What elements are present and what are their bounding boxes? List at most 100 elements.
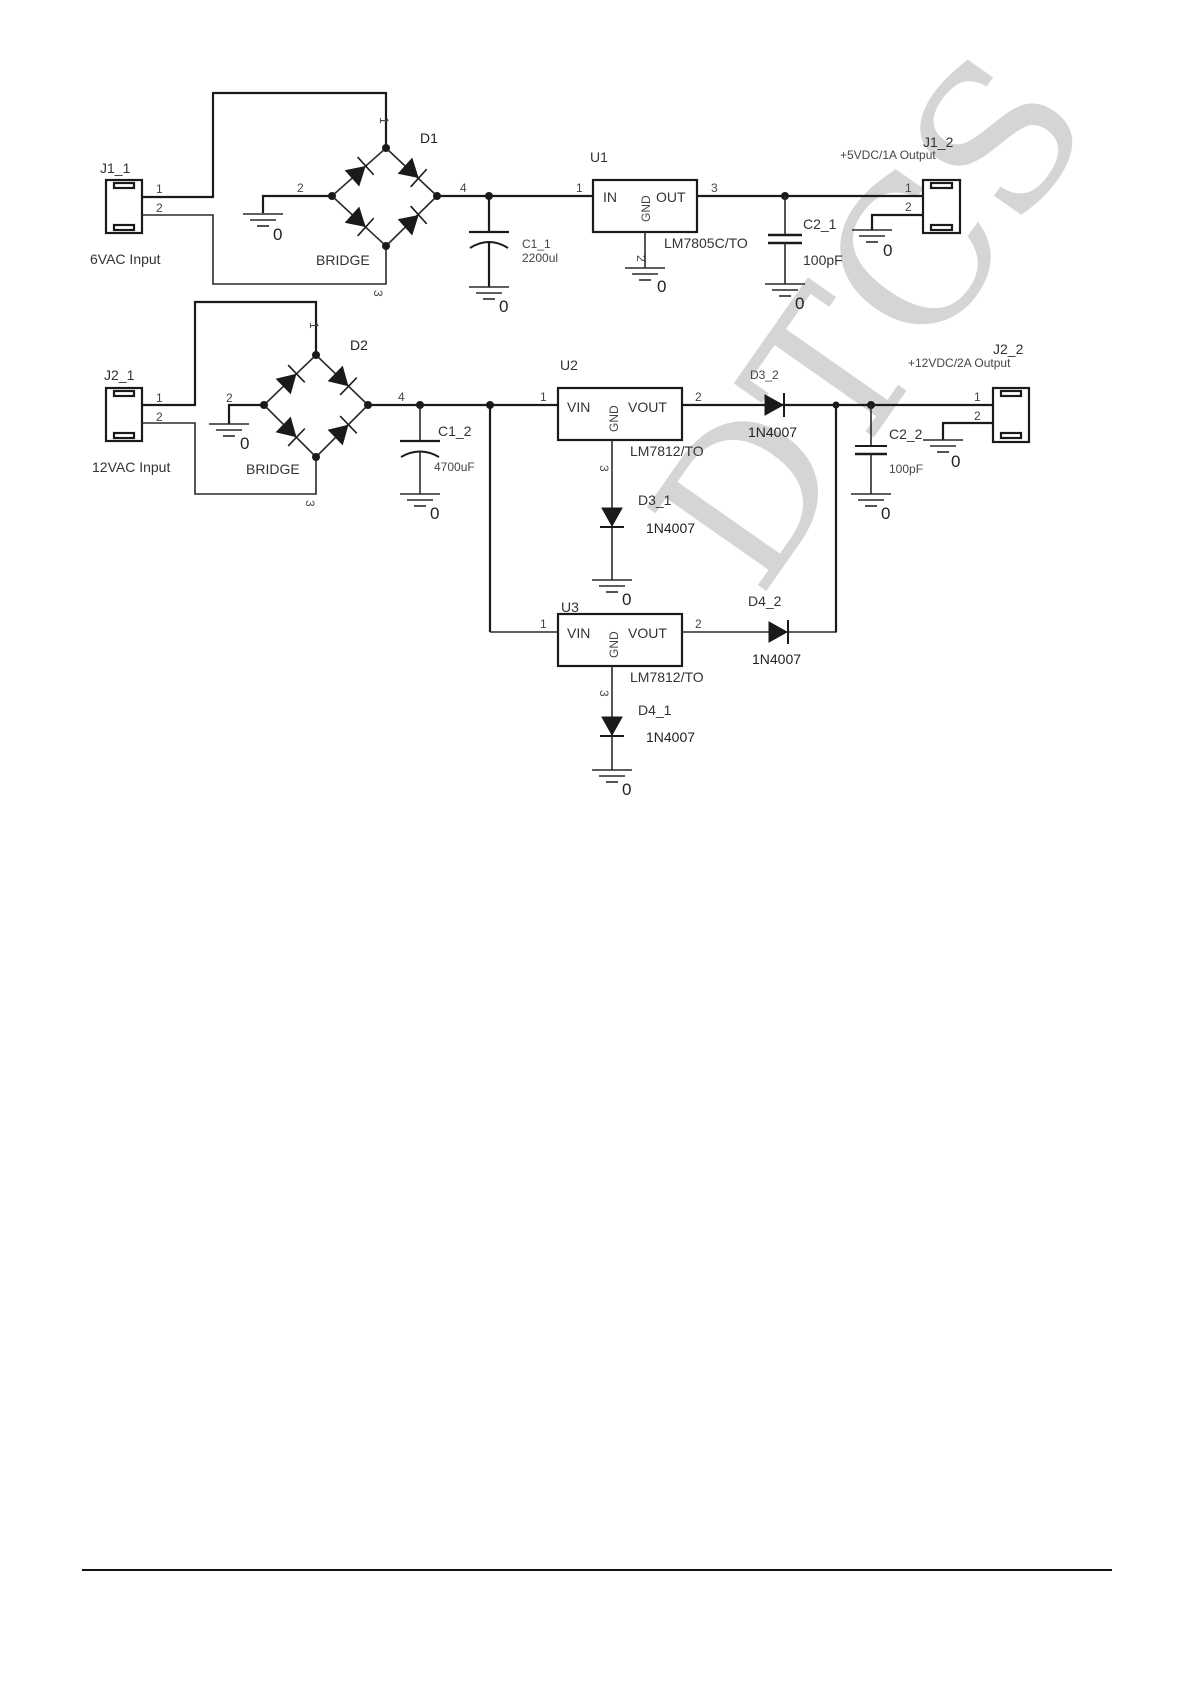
connector-ref: J1_2 (923, 134, 954, 150)
pin-label: 1 (576, 181, 583, 195)
ground-label: 0 (951, 452, 960, 471)
regulator-u1[interactable]: U1 IN GND OUT LM7805C/TO 1 2 3 (576, 149, 748, 262)
ground-label: 0 (430, 504, 439, 523)
diode-d3-2[interactable]: D3_2 1N4007 (748, 368, 797, 440)
ground-label: 0 (499, 297, 508, 316)
regulator-ref: U2 (560, 357, 578, 373)
ground-label: 0 (273, 225, 282, 244)
capacitor-value: 100pF (803, 252, 843, 268)
regulator-part: LM7812/TO (630, 669, 704, 685)
capacitor-value: 4700uF (434, 460, 475, 474)
pin-gnd-label: GND (639, 195, 653, 222)
regulator-part: LM7805C/TO (664, 235, 748, 251)
input-connector-j2-1[interactable]: J2_1 1 2 12VAC Input (92, 367, 170, 475)
connector-label: 12VAC Input (92, 459, 170, 475)
ground-label: 0 (795, 294, 804, 313)
pin-label: 3 (371, 290, 385, 297)
pin-label: 2 (695, 617, 702, 631)
pin-label: 2 (297, 181, 304, 195)
ground-label: 0 (622, 780, 631, 799)
input-connector-j1-1[interactable]: J1_1 1 2 6VAC Input (90, 160, 163, 267)
ground-symbol: 0 (208, 423, 250, 453)
wire (142, 214, 387, 285)
pin-out-label: VOUT (628, 625, 667, 641)
output-capacitor-c2-2[interactable]: 0 C2_2 100pF (850, 405, 923, 523)
ground-symbol: 0 (922, 439, 964, 471)
connector-ref: J2_1 (104, 367, 135, 383)
diode-ref: D4_2 (748, 593, 782, 609)
capacitor-value: 2200ul (522, 251, 558, 265)
pin-out-label: VOUT (628, 399, 667, 415)
capacitor-value: 100pF (889, 462, 923, 476)
output-capacitor-c2-1[interactable]: 0 C2_1 100pF (764, 196, 843, 313)
diode-value: 1N4007 (752, 651, 801, 667)
diode-d4-1[interactable]: D4_1 1N4007 (599, 702, 695, 745)
bridge-ref: D2 (350, 337, 368, 353)
ground-label: 0 (622, 590, 631, 609)
diode-value: 1N4007 (748, 424, 797, 440)
connector-label: +5VDC/1A Output (840, 148, 936, 162)
regulator-u3[interactable]: U3 VIN GND VOUT LM7812/TO 1 2 3 (540, 599, 704, 697)
capacitor-ref: C2_1 (803, 216, 837, 232)
ground-label: 0 (883, 241, 892, 260)
diode-ref: D3_1 (638, 492, 672, 508)
pin-label: 3 (303, 500, 317, 507)
pin-label: 1 (377, 117, 391, 124)
capacitor-ref: C1_1 (522, 237, 551, 251)
pin-label: 2 (226, 391, 233, 405)
pin-label: 1 (540, 617, 547, 631)
pin-label: 2 (905, 200, 912, 214)
output-connector-j2-2[interactable]: J2_2 +12VDC/2A Output 1 2 (908, 341, 1031, 444)
pin-label: 4 (398, 390, 405, 404)
wire (142, 422, 317, 495)
pin-label: 1 (905, 181, 912, 195)
wire (941, 421, 993, 440)
bridge-value: BRIDGE (316, 252, 370, 268)
pin-in-label: VIN (567, 399, 590, 415)
pin-gnd-label: GND (607, 631, 621, 658)
pin-label: 2 (156, 410, 163, 424)
ground-label: 0 (657, 277, 666, 296)
pin-label: 3 (597, 465, 611, 472)
ground-label: 0 (240, 434, 249, 453)
output-connector-j1-2[interactable]: J1_2 +5VDC/1A Output 1 2 (840, 134, 962, 235)
ground-symbol: 0 (591, 579, 633, 609)
connector-ref: J1_1 (100, 160, 131, 176)
bridge-rectifier-d1[interactable]: D1 BRIDGE 1 2 3 4 (297, 117, 467, 297)
pin-label: 2 (974, 409, 981, 423)
diode-value: 1N4007 (646, 729, 695, 745)
pin-label: 2 (156, 201, 163, 215)
pin-label: 1 (307, 322, 321, 329)
wire (142, 91, 388, 199)
diode-d4-2[interactable]: D4_2 1N4007 (748, 593, 801, 667)
capacitor-ref: C2_2 (889, 426, 923, 442)
wire (142, 300, 318, 407)
ground-symbol: 0 (242, 213, 284, 244)
regulator-u2[interactable]: U2 VIN GND VOUT LM7812/TO 1 2 3 (540, 357, 704, 472)
footer-divider (82, 1569, 1112, 1571)
ground-symbol: 0 (591, 769, 633, 799)
filter-capacitor-c1-1[interactable]: 0 C1_1 2200ul (468, 196, 558, 316)
circuit-5v: J1_1 1 2 6VAC Input D1 BRIDGE 1 2 3 (90, 91, 962, 316)
connector-label: 6VAC Input (90, 251, 161, 267)
regulator-part: LM7812/TO (630, 443, 704, 459)
ground-label: 0 (881, 504, 890, 523)
bridge-value: BRIDGE (246, 461, 300, 477)
pin-gnd-label: GND (607, 405, 621, 432)
connector-label: +12VDC/2A Output (908, 356, 1011, 370)
wire (261, 194, 332, 213)
pin-label: 4 (460, 181, 467, 195)
regulator-ref: U3 (561, 599, 579, 615)
pin-label: 1 (540, 390, 547, 404)
ground-symbol: 0 (851, 229, 893, 260)
regulator-ref: U1 (590, 149, 608, 165)
diode-value: 1N4007 (646, 520, 695, 536)
diode-d3-1[interactable]: D3_1 1N4007 (599, 492, 695, 536)
pin-label: 3 (597, 690, 611, 697)
pin-label: 3 (711, 181, 718, 195)
filter-capacitor-c1-2[interactable]: 0 C1_2 4700uF (399, 405, 475, 523)
wire (870, 213, 923, 230)
diode-ref: D3_2 (750, 368, 779, 382)
ground-symbol: 0 (624, 267, 666, 296)
